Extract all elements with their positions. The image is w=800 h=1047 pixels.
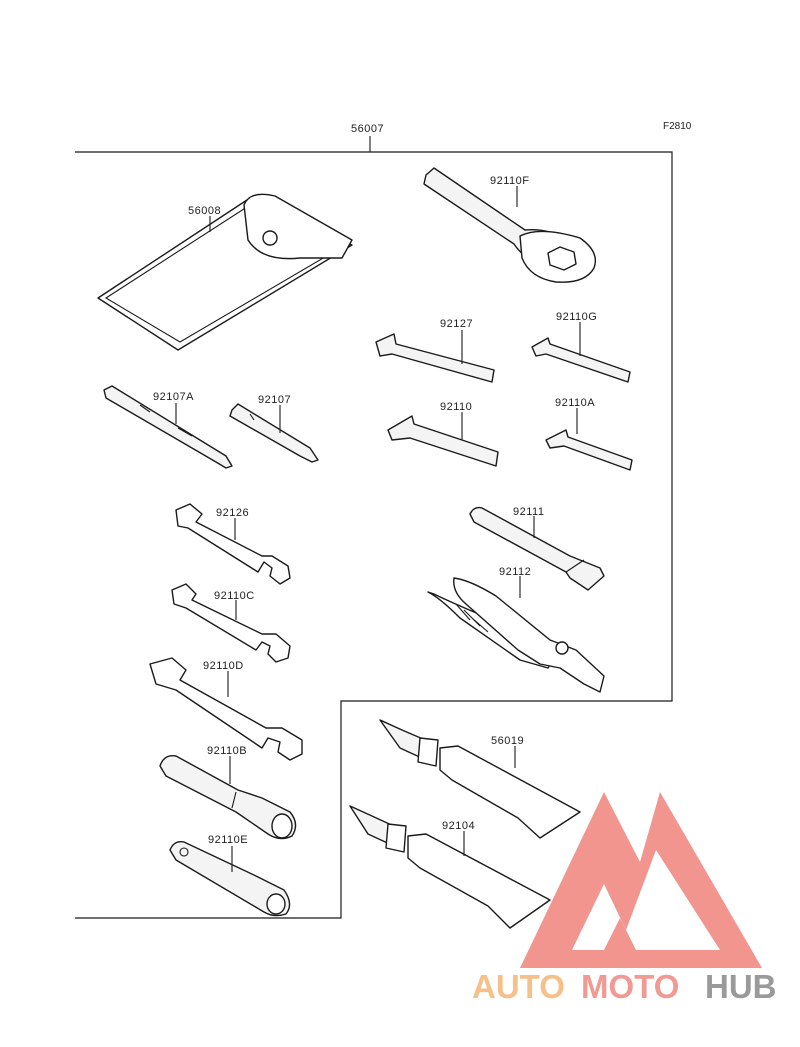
part-number-screwdriver-bit[interactable]: 92107 xyxy=(258,394,291,406)
hex-wrench-2-drawing[interactable] xyxy=(531,337,631,383)
screwdriver-bit-drawing[interactable] xyxy=(229,403,319,463)
extension-bar-drawing[interactable] xyxy=(469,506,605,591)
pliers-drawing[interactable] xyxy=(427,577,605,693)
hex-wrench-4-drawing[interactable] xyxy=(545,429,633,471)
logo-word-moto: MOTO xyxy=(581,968,679,1005)
part-number-extension-bar[interactable]: 92111 xyxy=(513,506,544,518)
part-number-pliers[interactable]: 92112 xyxy=(499,566,531,578)
part-number-open-wrench-1[interactable]: 92126 xyxy=(216,507,249,519)
pouch-drawing[interactable] xyxy=(97,193,353,351)
socket-wrench-1-drawing[interactable] xyxy=(159,755,297,840)
part-number-grease-tube-2[interactable]: 92104 xyxy=(442,820,475,832)
grease-tube-1-drawing[interactable] xyxy=(379,719,581,839)
part-number-hex-wrench-1[interactable]: 92127 xyxy=(440,318,473,330)
part-number-box-wrench[interactable]: 92110F xyxy=(490,175,530,187)
part-number-hex-wrench-2[interactable]: 92110G xyxy=(556,311,597,323)
part-number-socket-wrench-2[interactable]: 92110E xyxy=(208,834,248,846)
logo-word-hub: HUB xyxy=(705,968,777,1005)
assembly-part-number[interactable]: 56007 xyxy=(351,123,384,135)
box-wrench-drawing[interactable] xyxy=(423,167,597,283)
logo-triangle-mark xyxy=(520,792,762,968)
figure-code: F2810 xyxy=(663,121,692,132)
socket-wrench-2-drawing[interactable] xyxy=(169,840,291,917)
automotohub-logo: AUTO MOTO HUB xyxy=(472,792,777,1005)
grease-tube-2-drawing[interactable] xyxy=(349,805,551,929)
part-number-socket-wrench-1[interactable]: 92110B xyxy=(207,745,247,757)
assembly-frame xyxy=(75,136,673,919)
hex-wrench-1-drawing[interactable] xyxy=(375,333,495,383)
open-wrench-2-drawing[interactable] xyxy=(171,583,291,663)
open-wrench-1-drawing[interactable] xyxy=(175,503,291,585)
open-wrench-3-drawing[interactable] xyxy=(149,657,303,761)
part-number-pouch[interactable]: 56008 xyxy=(188,205,221,217)
part-number-open-wrench-2[interactable]: 92110C xyxy=(214,590,255,602)
logo-word-auto: AUTO xyxy=(472,968,565,1005)
part-number-screwdriver-grip[interactable]: 92107A xyxy=(153,391,194,403)
part-number-hex-wrench-4[interactable]: 92110A xyxy=(555,397,595,409)
screwdriver-grip-drawing[interactable] xyxy=(103,385,233,469)
part-number-hex-wrench-3[interactable]: 92110 xyxy=(440,401,472,413)
part-number-grease-tube-1[interactable]: 56019 xyxy=(491,735,524,747)
hex-wrench-3-drawing[interactable] xyxy=(387,415,499,467)
part-number-open-wrench-3[interactable]: 92110D xyxy=(203,660,244,672)
